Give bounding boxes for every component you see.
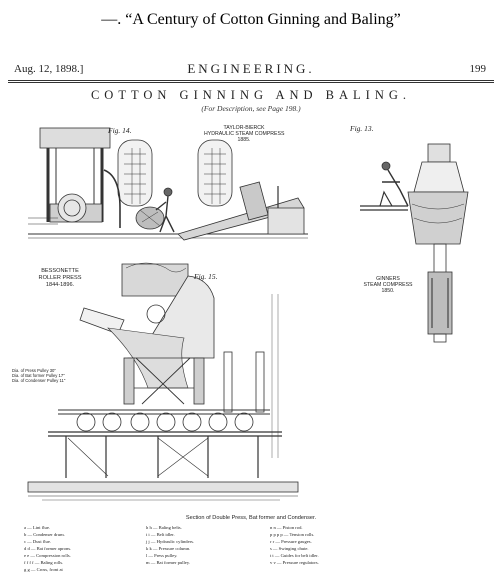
legend-item: v v — Pressure regulators. [270, 560, 319, 565]
legend-item: f f f f — Baling rolls. [24, 560, 64, 565]
header-rule-thin [8, 82, 494, 83]
fig13-caption-line2: STEAM COMPRESS [363, 282, 413, 288]
fig15-caption-line3: 1844-1896. [45, 282, 75, 288]
fig15-drawing [27, 262, 299, 501]
legend-item: s — Swinging chute. [270, 546, 309, 551]
fig15-label: Fig. 15. [194, 272, 218, 281]
annotation-batformer-pulley: Dia. of Bat former Pulley 17" [12, 373, 65, 378]
fig15-caption: BESSONETTE ROLLER PRESS 1844-1896. [28, 268, 92, 289]
fig14-drawing [28, 127, 308, 241]
fig13-label: Fig. 13. [350, 124, 374, 133]
legend-item: i i — Belt idler. [146, 532, 175, 537]
section-caption: Section of Double Press, Bat former and … [185, 515, 317, 521]
legend-item: a — Lint flue. [24, 525, 51, 530]
legend-item: d d — Bat former aprons. [24, 546, 72, 551]
pulley-annotations: Dia. of Press Pulley 30" Dia. of Bat for… [12, 368, 65, 383]
legend-item: l — Press pulley. [146, 553, 178, 558]
legend-column-3: n n — Piston rod. p p p p — Tension roll… [270, 524, 319, 566]
legend-item: k k — Pressure column. [146, 546, 191, 551]
journal-name: ENGINEERING. [187, 61, 315, 76]
annotation-condenser-pulley: Dia. of Condenser Pulley 11" [12, 378, 66, 383]
fig13-caption-line1: GINNERS [376, 276, 400, 282]
fig13-caption: GINNERS STEAM COMPRESS 1850. [358, 276, 418, 294]
journal-header: Aug. 12, 1898.] ENGINEERING. 199 [8, 61, 494, 79]
legend-item: p p p p — Tension rolls. [270, 532, 315, 537]
fig14-caption: TAYLOR-BIERCK HYDRAULIC STEAM COMPRESS 1… [204, 125, 284, 143]
fig14-label: Fig. 14. [108, 126, 132, 135]
legend-item: h h — Baling belts. [146, 525, 182, 530]
annotation-press-pulley: Dia. of Press Pulley 30" [12, 368, 56, 373]
legend-item: j j — Hydraulic cylinders. [146, 539, 195, 544]
fig14-caption-line1: TAYLOR-BIERCK [223, 125, 265, 131]
legend-column-2: h h — Baling belts. i i — Belt idler. j … [146, 524, 194, 566]
legend-item: m — Bat former pulley. [146, 560, 190, 565]
issue-date: Aug. 12, 1898.] [14, 63, 84, 75]
fig15-caption-line1: BESSONETTE [41, 268, 79, 274]
scanned-page: Aug. 12, 1898.] ENGINEERING. 199 COTTON … [8, 58, 494, 584]
page-number: 199 [469, 63, 487, 75]
engraving-illustrations [27, 127, 469, 501]
article-subtitle: (For Description, see Page 198.) [201, 104, 301, 113]
legend-item: e e — Compression rolls. [24, 553, 71, 558]
article-title: COTTON GINNING AND BALING. [90, 88, 412, 102]
legend-item: c — Dust flue. [24, 539, 52, 544]
legend-item: b — Condenser drum. [24, 532, 65, 537]
header-rule [8, 80, 494, 81]
fig13-caption-line3: 1850. [381, 288, 395, 294]
legend-column-1: a — Lint flue. b — Condenser drum. c — D… [24, 524, 71, 573]
legend-item: t t — Guides for belt idler. [270, 553, 319, 558]
fig15-caption-line2: ROLLER PRESS [38, 275, 82, 281]
fig14-caption-line3: 1885. [237, 137, 251, 143]
fig13-drawing [360, 143, 469, 343]
fig14-caption-line2: HYDRAULIC STEAM COMPRESS [204, 131, 285, 137]
legend-item: n n — Piston rod. [270, 525, 303, 530]
page-title: —. “A Century of Cotton Ginning and Bali… [101, 11, 401, 28]
legend-item: r r — Pressure gauges. [270, 539, 312, 544]
legend-item: g g — Cross, front at [24, 567, 63, 572]
